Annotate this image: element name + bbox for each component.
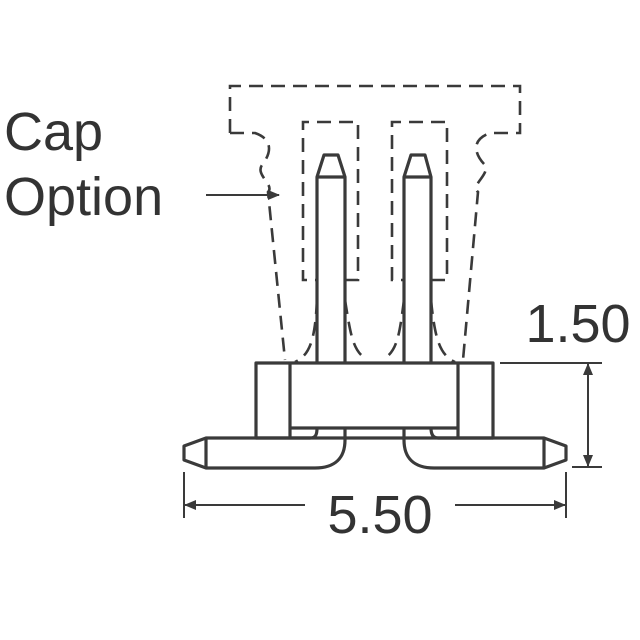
- width-dimension: 5.50: [183, 472, 567, 545]
- lead-right: [402, 427, 568, 470]
- cap-socket-right: [390, 120, 449, 282]
- cap-label-line2: Option: [4, 167, 163, 227]
- cap-socket-left: [301, 120, 360, 282]
- height-dimension-label: 1.50: [525, 294, 630, 354]
- lead-left: [182, 427, 347, 470]
- pin-right: [402, 153, 433, 363]
- width-dimension-label: 5.50: [327, 485, 432, 545]
- cap-outline: [228, 84, 522, 364]
- cap-label-line1: Cap: [4, 102, 103, 162]
- housing: [254, 361, 495, 440]
- height-dimension: 1.50: [500, 294, 631, 468]
- pin-left: [315, 153, 347, 363]
